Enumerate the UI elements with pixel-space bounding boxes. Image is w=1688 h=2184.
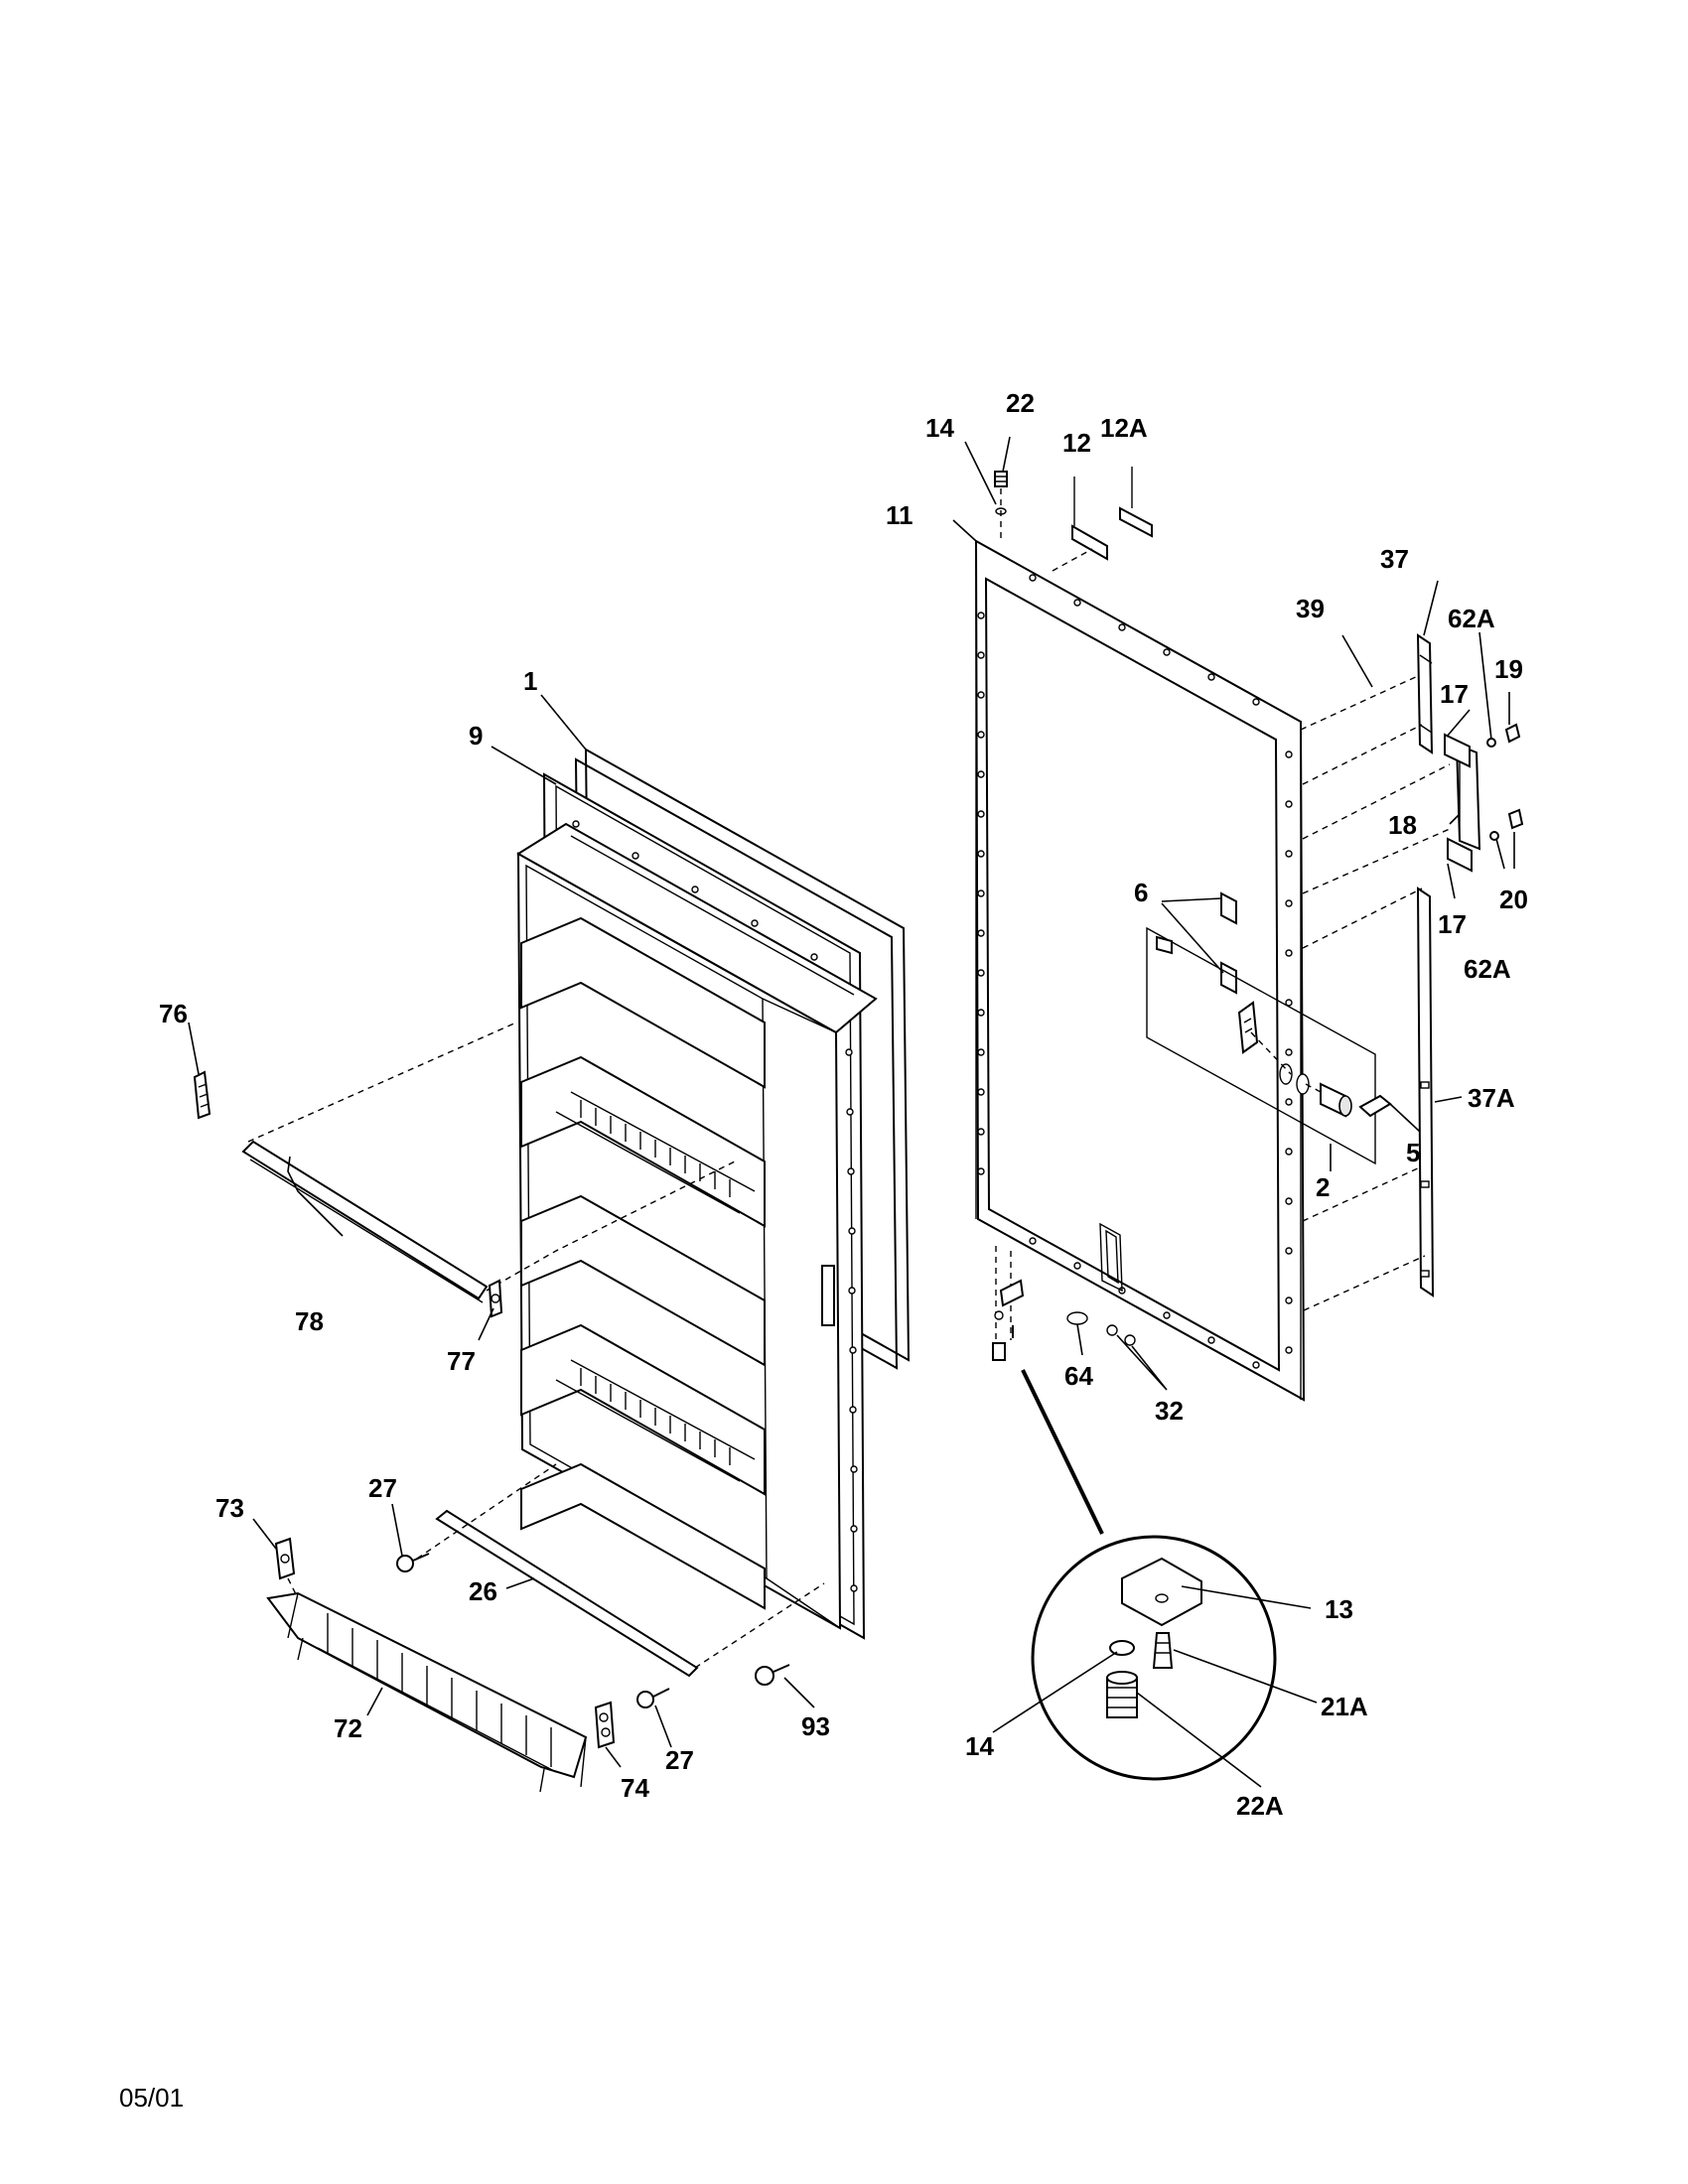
callout-12: 12 — [1062, 428, 1091, 458]
lock-plate-2 — [1146, 926, 1376, 1165]
callout-72: 72 — [334, 1713, 362, 1743]
callout-78: 78 — [295, 1306, 324, 1336]
callout-26: 26 — [469, 1576, 497, 1606]
callout-5: 5 — [1406, 1138, 1420, 1167]
callout-17-top: 17 — [1440, 679, 1469, 709]
screw-93 — [755, 1664, 790, 1686]
callout-14-bottom: 14 — [965, 1731, 994, 1761]
callout-37: 37 — [1380, 544, 1409, 574]
callout-39: 39 — [1296, 594, 1325, 623]
callout-14-top: 14 — [925, 413, 954, 443]
brackets-6 — [1220, 891, 1237, 995]
lock-assembly-5 — [1250, 1031, 1392, 1118]
end-cap-76 — [193, 1070, 211, 1120]
callout-22a: 22A — [1236, 1791, 1284, 1821]
detail-magnifier — [1021, 1369, 1277, 1781]
bottom-hardware — [992, 1246, 1136, 1361]
end-cap-77 — [488, 1279, 503, 1318]
callout-1: 1 — [523, 666, 537, 696]
callout-6: 6 — [1134, 878, 1148, 907]
cap-20 — [1507, 808, 1524, 830]
callout-76: 76 — [159, 999, 188, 1028]
callout-18: 18 — [1388, 810, 1417, 840]
callout-9: 9 — [469, 721, 483, 751]
label-plate-12a — [1119, 467, 1153, 538]
callout-17-bottom: 17 — [1438, 909, 1467, 939]
callout-64: 64 — [1064, 1361, 1093, 1391]
callout-93: 93 — [801, 1711, 830, 1741]
callout-22: 22 — [1006, 388, 1035, 418]
callout-27-top: 27 — [368, 1473, 397, 1503]
mounting-lines — [1300, 674, 1451, 1311]
callout-19: 19 — [1494, 654, 1523, 684]
callout-20: 20 — [1499, 885, 1528, 914]
shelf-bar-78 — [241, 1022, 736, 1303]
callout-labels: 1 9 76 78 77 27 73 26 72 27 74 93 14 22 … — [159, 388, 1528, 1821]
callout-73: 73 — [215, 1493, 244, 1523]
door-frame-holes — [977, 574, 1293, 1369]
label-plate-12 — [1071, 477, 1108, 561]
leader-lines — [188, 436, 1515, 1788]
callout-27-bottom: 27 — [665, 1745, 694, 1775]
trim-37 — [1416, 633, 1434, 754]
callout-11: 11 — [886, 500, 914, 530]
door-shelf-bins — [520, 916, 766, 1610]
bracket-74 — [594, 1701, 616, 1749]
basket-72 — [266, 1591, 588, 1793]
door-liner-assembly — [516, 748, 911, 1640]
callout-12a: 12A — [1100, 413, 1148, 443]
cap-19 — [1504, 723, 1521, 744]
bottom-bar-26 — [416, 1463, 825, 1678]
callout-32: 32 — [1155, 1396, 1184, 1426]
callout-37a: 37A — [1468, 1083, 1515, 1113]
revision-date: 05/01 — [119, 2083, 184, 2113]
screw-27-bottom — [636, 1688, 670, 1708]
screw-27-top — [396, 1553, 430, 1572]
handle-18 — [1444, 733, 1481, 873]
callout-77: 77 — [447, 1346, 476, 1376]
callout-2: 2 — [1316, 1172, 1330, 1202]
outer-door-panel — [974, 539, 1306, 1402]
callout-21a: 21A — [1321, 1692, 1368, 1721]
plug-22 — [994, 471, 1008, 487]
trim-37a — [1416, 887, 1435, 1297]
callout-13: 13 — [1325, 1594, 1353, 1624]
bracket-73 — [274, 1537, 299, 1599]
callout-74: 74 — [621, 1773, 649, 1803]
liner-screw-holes — [572, 820, 858, 1592]
callout-62a-bottom: 62A — [1464, 954, 1511, 984]
callout-62a-top: 62A — [1448, 604, 1495, 633]
screws-62a — [1486, 738, 1499, 841]
